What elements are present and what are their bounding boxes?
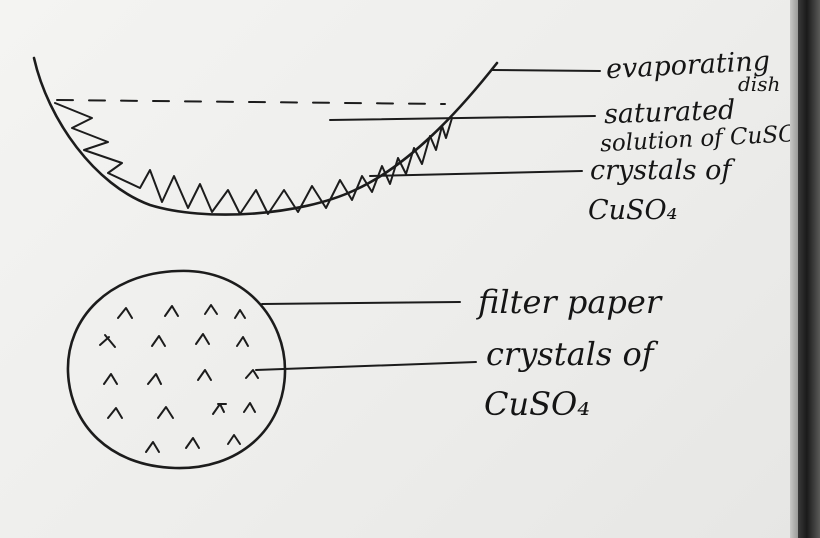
label-crystals-dish-line1: crystals of: [590, 155, 732, 186]
label-filter-paper: filter paper: [478, 283, 662, 321]
pointer-line-crystals-dish: [369, 170, 583, 177]
solution-surface-dashed: [56, 99, 446, 105]
evaporating-dish: [32, 56, 499, 216]
label-saturated-solution-line1: saturated: [603, 94, 736, 131]
pointer-line-evaporating-dish: [491, 69, 601, 72]
board-frame-rail: [798, 0, 820, 538]
board-frame-edge: [790, 0, 798, 538]
crystal-zigzag-dish: [54, 102, 453, 215]
label-crystals-dish-line2: CuSO₄: [588, 195, 678, 226]
label-evaporating-dish-line2: dish: [738, 72, 781, 96]
pointer-line-filter-paper: [261, 301, 461, 305]
filter-paper-circle: [66, 269, 287, 470]
label-crystals-filter-line2: CuSO₄: [484, 385, 591, 423]
label-crystals-filter-line1: crystals of: [486, 335, 654, 373]
filter-paper-crystals: [99, 304, 259, 453]
pointer-line-crystals-filter: [255, 361, 477, 371]
pointer-line-saturated-solution: [329, 115, 596, 121]
